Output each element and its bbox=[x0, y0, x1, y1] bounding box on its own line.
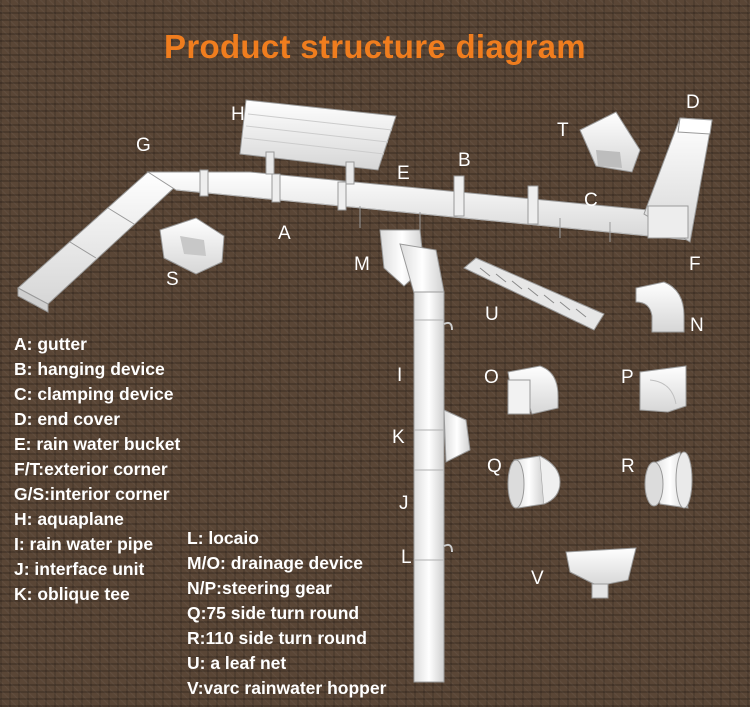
label-p: P bbox=[621, 367, 634, 388]
label-j: J bbox=[399, 493, 409, 514]
gutter-left-run bbox=[17, 171, 177, 313]
label-q: Q bbox=[487, 456, 502, 477]
legend-entry: N/P:steering gear bbox=[187, 578, 332, 598]
legend-entry: A: gutter bbox=[14, 334, 87, 354]
label-c: C bbox=[584, 190, 598, 211]
legend-entry: L: locaio bbox=[187, 528, 259, 548]
label-f: F bbox=[689, 254, 701, 275]
label-s: S bbox=[166, 269, 179, 290]
legend-entry: B: hanging device bbox=[14, 359, 165, 379]
steering-gear-elbow-p bbox=[639, 365, 687, 413]
legend-left: A: gutter B: hanging device C: clamping de… bbox=[14, 332, 180, 607]
legend-entry: D: end cover bbox=[14, 409, 120, 429]
label-r: R bbox=[621, 456, 635, 477]
label-k: K bbox=[392, 427, 405, 448]
label-n: N bbox=[690, 315, 704, 336]
legend-entry: I: rain water pipe bbox=[14, 534, 154, 554]
side-turn-round-75 bbox=[507, 455, 561, 509]
aquaplane-part bbox=[239, 99, 397, 185]
legend-entry: G/S:interior corner bbox=[14, 484, 170, 504]
label-l: L bbox=[401, 547, 412, 568]
legend-entry: F/T:exterior corner bbox=[14, 459, 168, 479]
legend-entry: V:varc rainwater hopper bbox=[187, 678, 387, 698]
steering-gear-elbow bbox=[635, 281, 685, 333]
side-turn-round-110 bbox=[644, 451, 693, 509]
legend-entry: H: aquaplane bbox=[14, 509, 124, 529]
downpipe-assembly bbox=[379, 229, 471, 683]
label-a: A bbox=[278, 223, 291, 244]
legend-entry: U: a leaf net bbox=[187, 653, 287, 673]
label-b: B bbox=[458, 150, 471, 171]
gutter-main bbox=[146, 169, 691, 242]
label-v: V bbox=[531, 568, 544, 589]
legend-entry: J: interface unit bbox=[14, 559, 145, 579]
label-u: U bbox=[485, 304, 499, 325]
label-d: D bbox=[686, 92, 700, 113]
label-i: I bbox=[397, 365, 403, 386]
label-o: O bbox=[484, 367, 499, 388]
label-e: E bbox=[397, 163, 410, 184]
label-t: T bbox=[557, 120, 569, 141]
label-g: G bbox=[136, 135, 151, 156]
diagram-title: Product structure diagram bbox=[164, 28, 586, 65]
legend-entry: K: oblique tee bbox=[14, 584, 130, 604]
drainage-elbow bbox=[507, 365, 559, 415]
exterior-corner-part bbox=[579, 111, 641, 173]
legend-entry: R:110 side turn round bbox=[187, 628, 367, 648]
label-m: M bbox=[354, 254, 370, 275]
label-h: H bbox=[231, 104, 245, 125]
legend-entry: C: clamping device bbox=[14, 384, 174, 404]
legend-entry: M/O: drainage device bbox=[187, 553, 364, 573]
legend-entry: Q:75 side turn round bbox=[187, 603, 360, 623]
gutter-right-corner bbox=[643, 117, 713, 243]
leaf-net-part bbox=[463, 257, 605, 331]
interior-corner-part bbox=[159, 217, 225, 275]
rainwater-hopper bbox=[565, 547, 637, 599]
legend-entry: E: rain water bucket bbox=[14, 434, 181, 454]
